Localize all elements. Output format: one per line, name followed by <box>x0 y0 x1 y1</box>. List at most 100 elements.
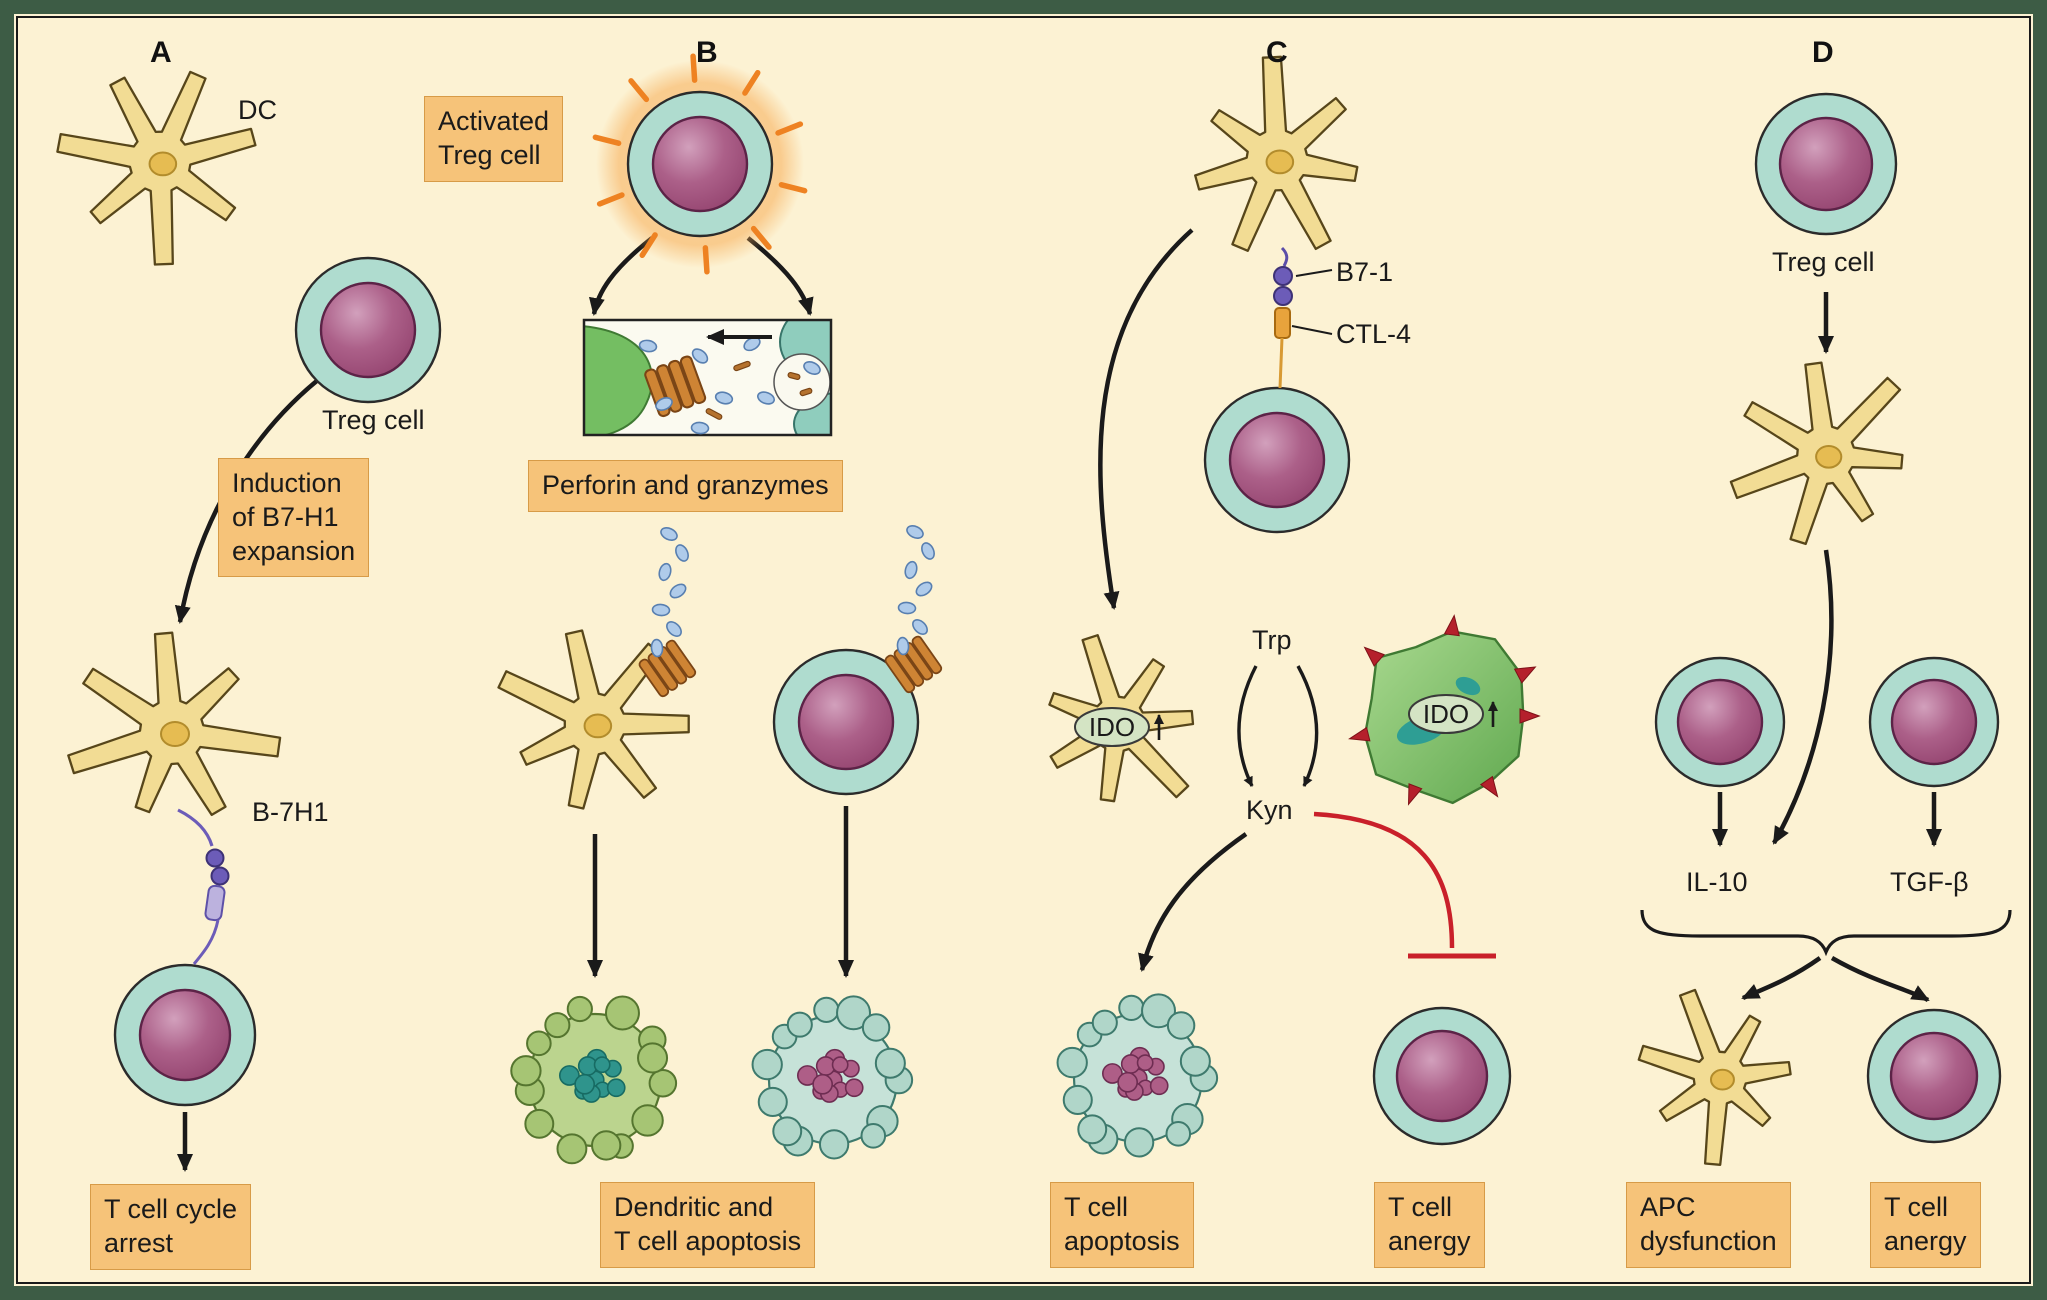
ido-oval <box>1408 694 1484 734</box>
granzyme-dot <box>666 621 682 637</box>
granzyme-dot <box>803 361 821 375</box>
b7h1-bead <box>205 848 225 868</box>
dc-nucleus <box>1815 445 1843 469</box>
granzyme-dot <box>675 544 689 562</box>
dc-nucleus <box>583 713 613 739</box>
arrow <box>1138 832 1248 972</box>
perforin-granzymes-box: Perforin and granzymes <box>528 460 843 512</box>
treg-cell-label-d: Treg cell <box>1772 247 1875 277</box>
b71-label: B7-1 <box>1336 257 1394 287</box>
activation-ray <box>628 78 650 103</box>
t-cell-nucleus <box>319 281 417 379</box>
granzyme-dot <box>906 525 924 539</box>
ido-label-dc: IDO <box>1089 712 1135 742</box>
panel-letter-d: D <box>1812 36 1834 69</box>
panel-letter-b: B <box>696 36 718 69</box>
granzyme-dot <box>669 583 687 599</box>
panel-letter-a: A <box>150 36 172 69</box>
b7h1-receptor <box>204 884 226 922</box>
dendritic-tcell-apoptosis-box: Dendritic and T cell apoptosis <box>600 1182 816 1268</box>
b7h1-label: B-7H1 <box>252 797 329 827</box>
t-cell-nucleus <box>138 988 232 1082</box>
tgfb-label: TGF-β <box>1890 867 1969 897</box>
granzyme-dot <box>660 527 678 541</box>
granzyme-dot <box>904 560 918 580</box>
granzyme-dot <box>650 638 664 658</box>
t-cell-nucleus <box>1889 1031 1979 1121</box>
t-cell-nucleus <box>1778 116 1874 212</box>
activation-ray <box>742 69 761 96</box>
tcell-cycle-arrest-box: T cell cycle arrest <box>90 1184 252 1270</box>
dc-nucleus <box>1709 1068 1735 1091</box>
tcell-apoptosis-box: T cell apoptosis <box>1050 1182 1194 1268</box>
t-cell-nucleus <box>797 673 895 771</box>
red-spike <box>1479 775 1499 798</box>
granzyme-dot <box>655 397 673 411</box>
granzyme-dot <box>691 348 709 364</box>
activation-ray <box>596 192 625 207</box>
kyn-label: Kyn <box>1246 795 1293 825</box>
t-cell-nucleus <box>1395 1029 1489 1123</box>
ctl4-receptor <box>1274 307 1291 339</box>
tcell-anergy-box-c: T cell anergy <box>1374 1182 1485 1268</box>
treg-cell-label-a: Treg cell <box>322 405 425 435</box>
activation-ray <box>775 121 804 136</box>
ido-oval <box>1074 707 1150 747</box>
b71-bead <box>1273 266 1293 286</box>
arrow <box>1098 228 1194 610</box>
arrow <box>1741 956 1822 1001</box>
arrow <box>1296 665 1319 787</box>
il10-label: IL-10 <box>1686 867 1748 897</box>
granzyme-dot <box>651 603 671 617</box>
red-spike <box>1443 614 1460 637</box>
red-spike <box>1348 726 1371 742</box>
dc-nucleus <box>148 151 178 177</box>
granzyme-dot <box>638 339 658 353</box>
induction-box: Induction of B7-H1 expansion <box>218 458 370 578</box>
perforin-cylinder <box>884 635 943 694</box>
activation-ray <box>778 182 808 194</box>
tcell-anergy-box-d: T cell anergy <box>1870 1182 1981 1268</box>
activation-ray <box>702 245 710 275</box>
dc-nucleus <box>1265 149 1295 175</box>
granzyme-dot <box>897 601 917 615</box>
red-spike <box>1513 666 1537 684</box>
dc-label: DC <box>238 95 277 125</box>
granzyme-dot <box>912 619 928 635</box>
t-cell-nucleus <box>1228 411 1326 509</box>
t-cell-nucleus <box>1676 678 1764 766</box>
arrow <box>1830 956 1930 1002</box>
t-cell-nucleus <box>1890 678 1978 766</box>
ido-label-mdsc: IDO <box>1423 699 1469 729</box>
arrow <box>1237 665 1258 787</box>
trp-label: Trp <box>1252 625 1292 655</box>
arrow <box>1772 549 1834 845</box>
granzyme-dot <box>915 581 933 597</box>
panel-letter-c: C <box>1266 36 1288 69</box>
activation-ray <box>639 232 658 259</box>
red-spike <box>1363 646 1385 667</box>
apc-dysfunction-box: APC dysfunction <box>1626 1182 1791 1268</box>
activation-ray <box>690 53 698 83</box>
inner-rule <box>16 16 2031 1284</box>
granzyme-dot <box>714 391 734 405</box>
granzyme-dot <box>658 562 672 582</box>
b71-bead <box>1273 286 1293 306</box>
b7h1-bead <box>210 866 230 886</box>
red-spike <box>1519 708 1541 724</box>
dc-nucleus <box>160 721 190 747</box>
granzyme-dot <box>896 636 910 656</box>
activation-ray <box>750 225 772 250</box>
granzyme-dot <box>743 336 761 352</box>
ctl4-label: CTL-4 <box>1336 319 1412 349</box>
granzyme-dot <box>921 542 935 560</box>
activated-treg-box: Activated Treg cell <box>424 96 564 182</box>
red-spike <box>1407 783 1423 806</box>
granzyme-dot <box>756 391 776 405</box>
activation-ray <box>592 134 622 146</box>
granzyme-dot <box>690 421 710 435</box>
perforin-cylinder <box>638 639 697 698</box>
